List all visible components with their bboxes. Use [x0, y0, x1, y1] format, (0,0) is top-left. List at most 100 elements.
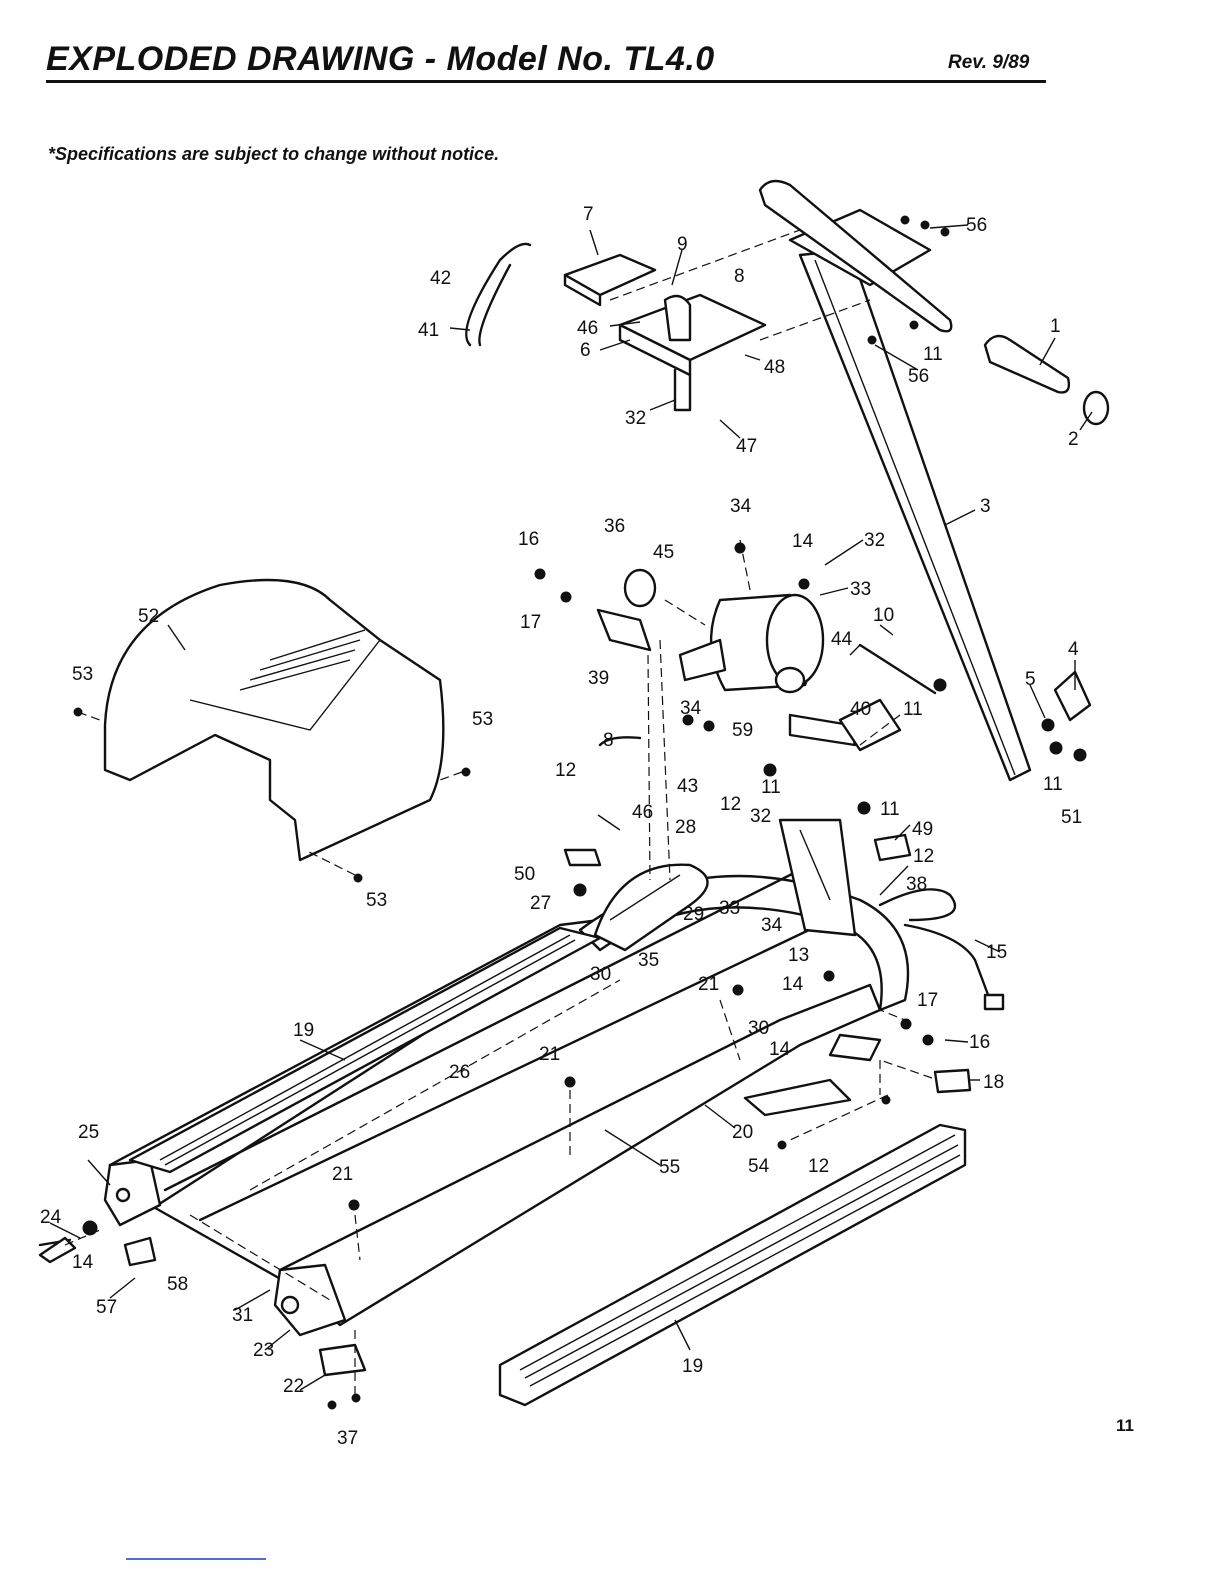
upright-and-handrail — [758, 179, 1110, 782]
leader-lines — [49, 224, 1093, 1391]
part-number-label: 2 — [1068, 429, 1079, 450]
part-number-label: 26 — [449, 1062, 470, 1083]
part-number-label: 15 — [986, 942, 1007, 963]
part-number-label: 27 — [530, 893, 551, 914]
part-number-label: 43 — [677, 776, 698, 797]
part-number-label: 13 — [788, 945, 809, 966]
part-number-label: 32 — [750, 806, 771, 827]
part-number-label: 8 — [734, 266, 745, 287]
specifications-note: *Specifications are subject to change wi… — [48, 144, 500, 164]
part-number-label: 16 — [969, 1032, 990, 1053]
part-number-label: 51 — [1061, 807, 1082, 828]
part-number-label: 49 — [912, 819, 933, 840]
part-number-label: 52 — [138, 606, 159, 627]
side-rail-left — [128, 926, 602, 1174]
part-number-label: 12 — [913, 846, 934, 867]
part-number-label: 21 — [539, 1044, 560, 1065]
part-number-label: 36 — [604, 516, 625, 537]
page-title: EXPLODED DRAWING - Model No. TL4.0 — [46, 40, 715, 78]
part-number-label: 56 — [908, 366, 929, 387]
part-number-label: 14 — [792, 531, 814, 552]
part-number-label: 59 — [732, 720, 753, 741]
part-number-label: 21 — [698, 974, 719, 995]
part-number-label: 57 — [96, 1297, 117, 1318]
part-number-label: 29 — [683, 904, 704, 925]
part-number-label: 55 — [659, 1157, 680, 1178]
part-number-label: 8 — [603, 730, 614, 751]
pulley-and-belt — [593, 818, 857, 952]
part-number-label: 32 — [864, 530, 885, 551]
part-number-label: 44 — [831, 629, 853, 650]
part-number-label: 12 — [555, 760, 576, 781]
part-number-label: 53 — [472, 709, 493, 730]
part-number-label: 46 — [632, 802, 653, 823]
part-number-label: 42 — [430, 268, 451, 289]
part-number-label: 54 — [748, 1156, 770, 1177]
part-number-label: 14 — [72, 1252, 94, 1273]
part-number-label: 39 — [588, 668, 609, 689]
part-number-label: 16 — [518, 529, 539, 550]
part-number-label: 14 — [769, 1039, 791, 1060]
part-number-label: 46 — [577, 318, 598, 339]
part-number-label: 19 — [293, 1020, 314, 1041]
part-number-label: 9 — [677, 234, 688, 255]
part-number-label: 31 — [232, 1305, 253, 1326]
wiring-and-small-parts — [38, 643, 1005, 1377]
motor-hood — [103, 578, 445, 862]
part-number-label: 11 — [1043, 774, 1063, 795]
part-number-label: 7 — [583, 204, 594, 225]
part-number-label: 40 — [850, 699, 871, 720]
part-number-label: 25 — [78, 1122, 99, 1143]
part-number-label: 11 — [923, 344, 943, 365]
part-number-label: 34 — [730, 496, 752, 517]
part-number-label: 34 — [680, 698, 702, 719]
part-number-label: 1 — [1050, 316, 1061, 337]
part-number-label: 11 — [761, 777, 781, 798]
part-number-label: 34 — [761, 915, 783, 936]
part-number-labels: 1234567889101111111111121212121314141414… — [40, 204, 1082, 1449]
motor-assembly — [596, 568, 902, 752]
part-number-label: 4 — [1068, 639, 1079, 660]
part-number-label: 11 — [880, 799, 900, 820]
part-number-label: 23 — [253, 1340, 274, 1361]
part-number-label: 19 — [682, 1356, 703, 1377]
fasteners — [38, 215, 1087, 1410]
page-number: 11 — [1116, 1416, 1134, 1435]
part-number-label: 30 — [590, 964, 611, 985]
part-number-label: 12 — [720, 794, 741, 815]
part-number-label: 11 — [903, 699, 923, 720]
part-number-label: 28 — [675, 817, 696, 838]
footer-link-line — [126, 1558, 266, 1560]
part-number-label: 14 — [782, 974, 804, 995]
part-number-label: 33 — [850, 579, 871, 600]
part-number-label: 50 — [514, 864, 535, 885]
part-number-label: 22 — [283, 1376, 304, 1397]
part-number-label: 30 — [748, 1018, 769, 1039]
part-number-label: 3 — [980, 496, 991, 517]
part-number-label: 41 — [418, 320, 439, 341]
title-underline — [46, 80, 1046, 83]
part-number-label: 24 — [40, 1207, 62, 1228]
part-number-label: 47 — [736, 436, 757, 457]
revision-label: Rev. 9/89 — [948, 52, 1030, 73]
part-number-label: 32 — [625, 408, 646, 429]
part-number-label: 33 — [719, 898, 740, 919]
part-number-label: 37 — [337, 1428, 358, 1449]
part-number-label: 17 — [917, 990, 938, 1011]
part-number-label: 10 — [873, 605, 894, 626]
part-number-label: 21 — [332, 1164, 353, 1185]
part-number-label: 5 — [1025, 669, 1036, 690]
dashed-guides — [64, 229, 933, 1395]
part-number-label: 6 — [580, 340, 591, 361]
part-number-label: 53 — [72, 664, 93, 685]
side-rail-right — [498, 1123, 967, 1407]
part-number-label: 53 — [366, 890, 387, 911]
part-number-label: 12 — [808, 1156, 829, 1177]
part-number-label: 56 — [966, 215, 987, 236]
part-number-label: 18 — [983, 1072, 1004, 1093]
console — [465, 242, 767, 412]
part-number-label: 58 — [167, 1274, 188, 1295]
part-number-label: 45 — [653, 542, 674, 563]
part-number-label: 48 — [764, 357, 785, 378]
